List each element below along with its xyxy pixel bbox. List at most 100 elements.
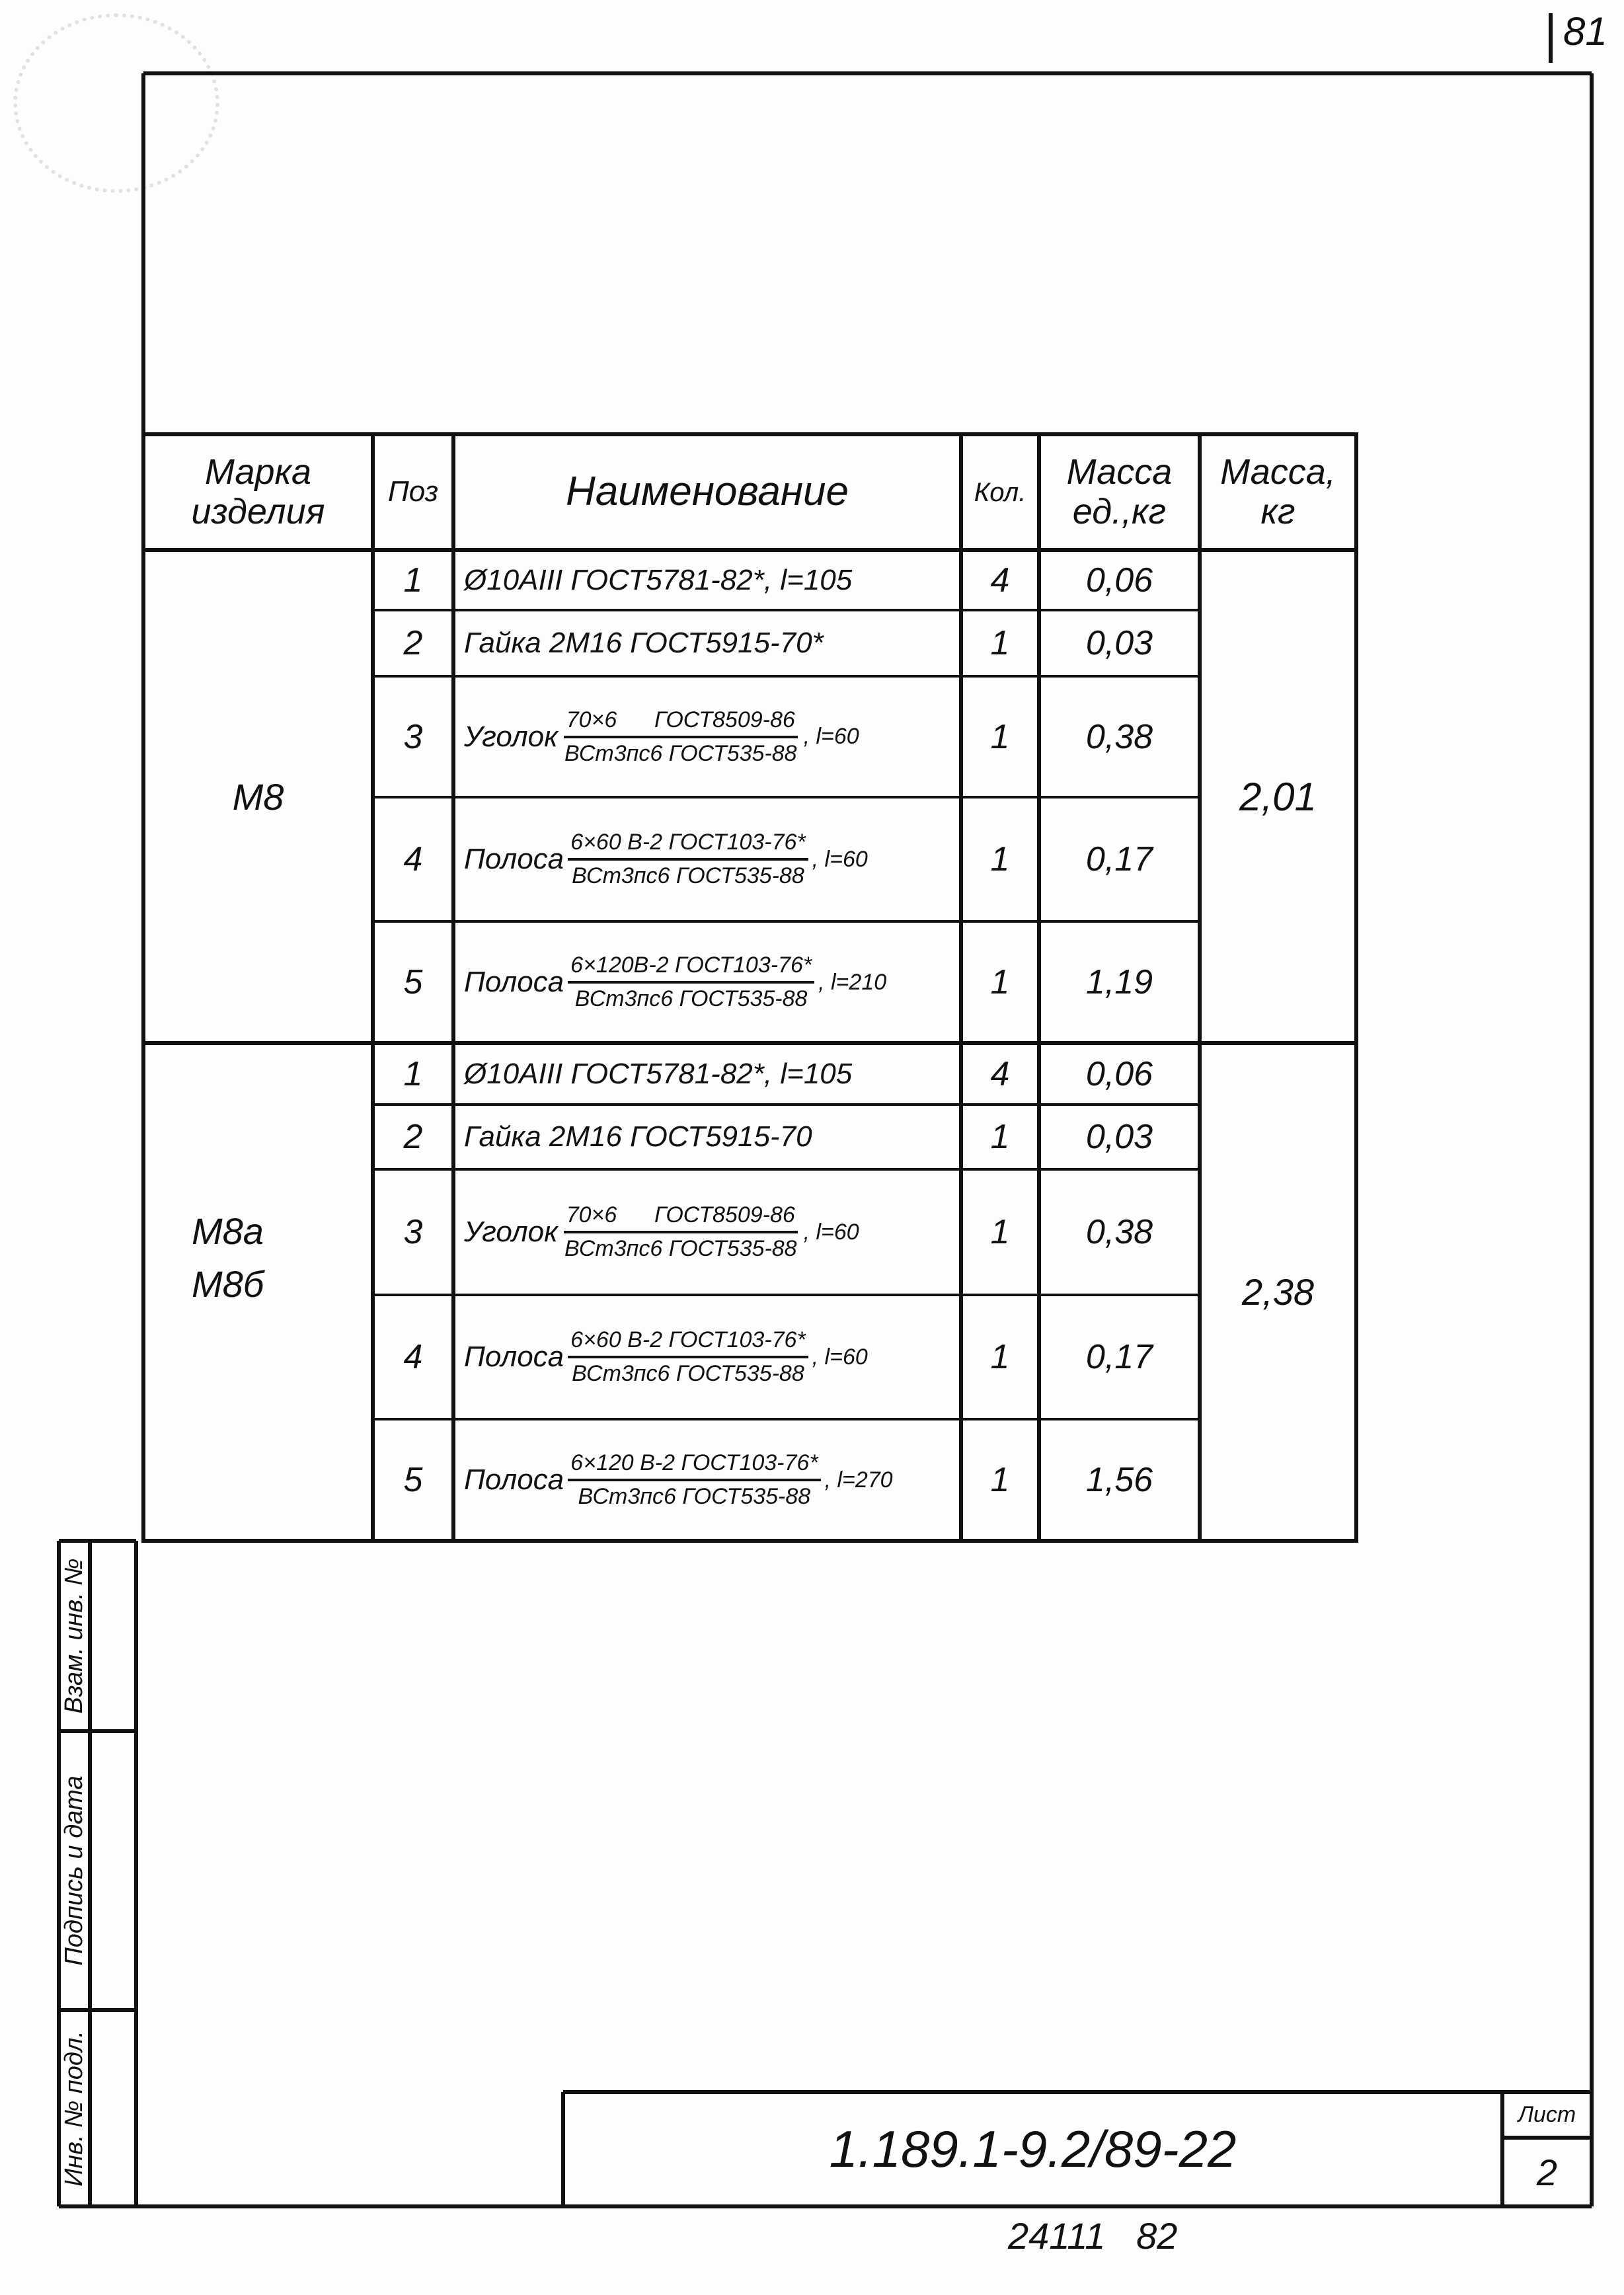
row-qty: 1 [961,610,1039,676]
row-unit-mass: 0,38 [1039,1169,1200,1295]
length-value: , l=270 [824,1467,893,1493]
group-mark-alt: М8б [192,1263,264,1305]
length-value: , l=210 [818,969,887,995]
group-mark: М8а [192,1210,264,1252]
side-inv-no-label: Инв. № подл. [60,2031,88,2187]
qty-value: 4 [990,1054,1010,1093]
row-pos: 1 [373,1043,453,1105]
pos-value: 5 [403,1461,423,1499]
row-pos: 5 [373,1419,453,1541]
sheet-number: 2 [1536,2151,1558,2193]
drawing-designation: 1.189.1-9.2/89-22 [829,2120,1237,2178]
row-name: Гайка 2М16 ГОСТ5915-70 [453,1105,961,1169]
qty-value: 1 [990,717,1010,756]
unit-mass-value: 0,38 [1085,717,1153,756]
row-qty: 1 [961,797,1039,921]
pos-value: 4 [403,1338,423,1376]
pos-value: 1 [403,1054,423,1093]
unit-mass-value: 1,56 [1085,1461,1153,1499]
name-value: Полоса [464,966,564,998]
row-pos: 2 [373,610,453,676]
unit-mass-value: 0,06 [1085,1054,1153,1093]
row-unit-mass: 0,06 [1039,1043,1200,1105]
qty-value: 1 [990,1118,1010,1156]
header-name: Наименование [566,469,849,515]
fraction-top: 6×120В-2 ГОСТ103-76* [568,953,815,984]
row-name: Гайка 2М16 ГОСТ5915-70* [453,610,961,676]
unit-mass-value: 0,38 [1085,1213,1153,1251]
row-pos: 5 [373,921,453,1043]
faded-stamp [13,13,219,193]
corner-sheet-number: 81 [1563,9,1607,54]
sheet-label: Лист [1518,2102,1576,2127]
row-unit-mass: 0,17 [1039,797,1200,921]
unit-mass-value: 0,17 [1085,840,1153,878]
fraction-top: 6×60 В-2 ГОСТ103-76* [568,1327,808,1358]
row-qty: 4 [961,550,1039,610]
fraction-bottom: ВСт3пс6 ГОСТ535-88 [564,1236,797,1261]
unit-mass-value: 0,03 [1085,624,1153,662]
row-unit-mass: 0,03 [1039,610,1200,676]
fraction-top: 70×6 ГОСТ8509-86 [563,707,798,738]
row-unit-mass: 1,19 [1039,921,1200,1043]
group-total-mass: 2,01 [1239,774,1317,819]
length-value: , l=60 [803,1219,859,1245]
side-replace-inv-label: Взам. инв. № [60,1558,88,1714]
name-value: Ø10АIII ГОСТ5781-82*, l=105 [464,1057,853,1090]
spec-fraction: 6×60 В-2 ГОСТ103-76*ВСт3пс6 ГОСТ535-88 [568,830,808,889]
name-value: Полоса [464,1341,564,1373]
name-value: Полоса [464,843,564,875]
header-mark: Марка изделия [191,452,325,531]
group-total-mass: 2,38 [1242,1271,1314,1313]
qty-value: 1 [990,624,1010,662]
unit-mass-value: 1,19 [1085,963,1153,1001]
qty-value: 1 [990,1338,1010,1376]
header-total-mass: Масса, кг [1220,452,1336,531]
name-value: Полоса [464,1463,564,1496]
pos-value: 4 [403,840,423,878]
header-pos: Поз [387,475,439,508]
spec-fraction: 6×60 В-2 ГОСТ103-76*ВСт3пс6 ГОСТ535-88 [568,1327,808,1387]
pos-value: 3 [403,1213,423,1251]
row-unit-mass: 0,38 [1039,676,1200,797]
length-value: , l=60 [803,724,859,749]
name-value: Гайка 2М16 ГОСТ5915-70* [464,627,824,659]
qty-value: 1 [990,1461,1010,1499]
length-value: , l=60 [812,1344,868,1370]
fraction-top: 6×120 В-2 ГОСТ103-76* [568,1450,821,1481]
side-signature-date-label: Подпись и дата [60,1775,88,1966]
row-pos: 3 [373,676,453,797]
name-value: Ø10АIII ГОСТ5781-82*, l=105 [464,563,853,596]
row-unit-mass: 0,17 [1039,1295,1200,1419]
fraction-bottom: ВСт3пс6 ГОСТ535-88 [564,740,797,766]
spec-fraction: 6×120 В-2 ГОСТ103-76* ВСт3пс6 ГОСТ535-88 [568,1450,821,1510]
row-pos: 4 [373,1295,453,1419]
pos-value: 5 [403,963,423,1001]
row-qty: 1 [961,1419,1039,1541]
qty-value: 1 [990,963,1010,1001]
group-mark: М8 [232,775,284,818]
row-qty: 1 [961,676,1039,797]
header-qty: Кол. [974,477,1026,507]
row-qty: 1 [961,1295,1039,1419]
row-qty: 4 [961,1043,1039,1105]
pos-value: 3 [403,717,423,756]
name-value: Уголок [464,720,558,753]
pos-value: 2 [403,1118,423,1156]
row-name: Ø10АIII ГОСТ5781-82*, l=105 [453,550,961,610]
length-value: , l=60 [812,846,868,872]
name-value: Уголок [464,1216,558,1248]
fraction-bottom: ВСт3пс6 ГОСТ535-88 [574,986,808,1011]
fraction-bottom: ВСт3пс6 ГОСТ535-88 [578,1484,811,1509]
qty-value: 1 [990,840,1010,878]
row-qty: 1 [961,921,1039,1043]
